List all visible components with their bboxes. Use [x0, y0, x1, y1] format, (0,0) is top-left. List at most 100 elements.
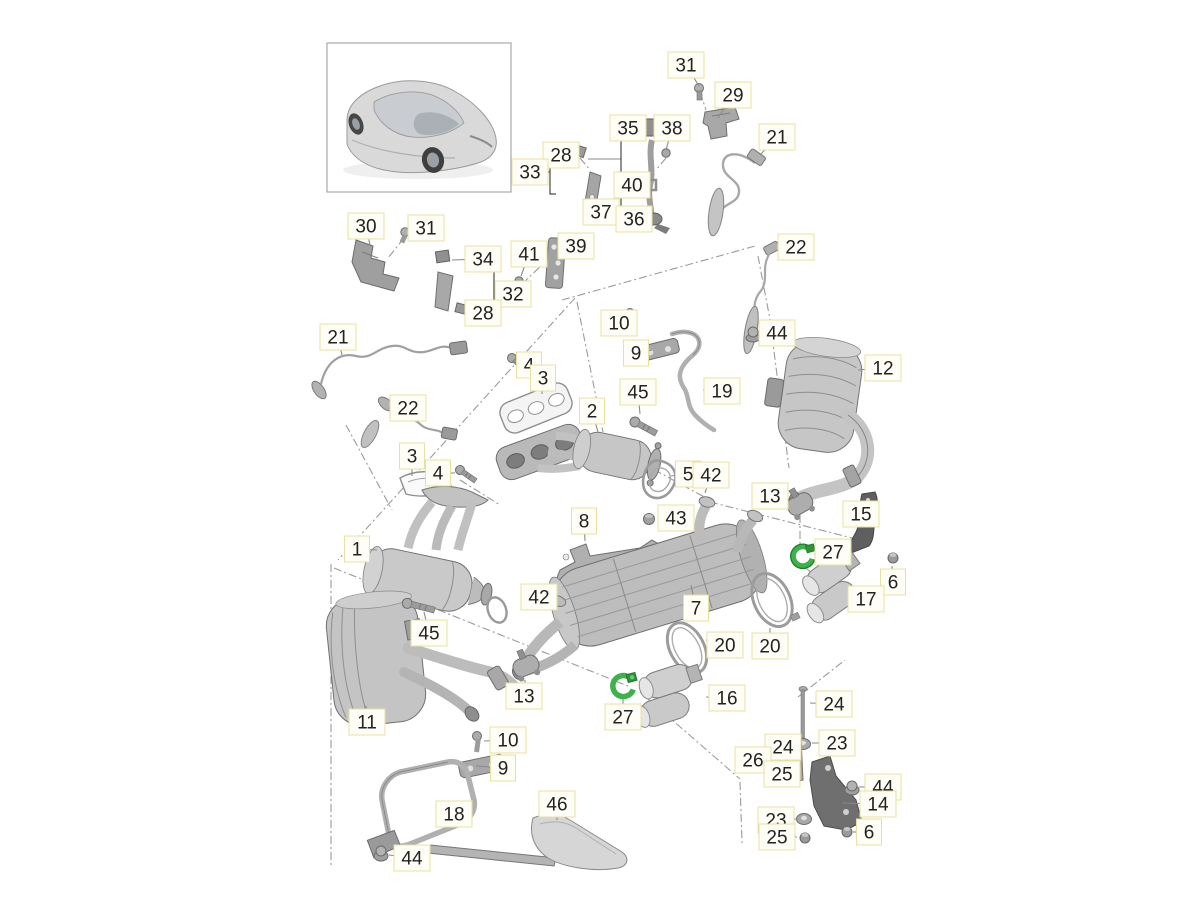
callout-9[interactable]: 9 — [623, 339, 649, 367]
callout-box[interactable] — [623, 339, 649, 367]
callout-box[interactable] — [847, 585, 885, 613]
callout-box[interactable] — [542, 141, 580, 169]
callout-32[interactable]: 32 — [494, 280, 532, 308]
callout-8[interactable]: 8 — [571, 507, 597, 535]
callout-box[interactable] — [600, 309, 638, 337]
callout-17[interactable]: 17 — [847, 585, 885, 613]
callout-24[interactable]: 24 — [815, 690, 853, 718]
callout-10[interactable]: 10 — [489, 726, 527, 754]
callout-box[interactable] — [520, 583, 558, 611]
callout-23[interactable]: 23 — [818, 729, 856, 757]
callout-box[interactable] — [579, 397, 605, 425]
callout-22[interactable]: 22 — [777, 233, 815, 261]
callout-9[interactable]: 9 — [490, 754, 516, 782]
callout-11[interactable]: 11 — [348, 708, 386, 736]
callout-box[interactable] — [505, 682, 543, 710]
callout-box[interactable] — [393, 844, 431, 872]
callout-27[interactable]: 27 — [604, 703, 642, 731]
callout-33[interactable]: 33 — [511, 158, 549, 186]
callout-34[interactable]: 34 — [464, 245, 502, 273]
callout-18[interactable]: 18 — [435, 800, 473, 828]
callout-box[interactable] — [667, 51, 705, 79]
callout-12[interactable]: 12 — [864, 354, 902, 382]
callout-42[interactable]: 42 — [520, 583, 558, 611]
callout-box[interactable] — [815, 690, 853, 718]
callout-box[interactable] — [856, 818, 882, 846]
callout-25[interactable]: 25 — [758, 823, 796, 851]
callout-box[interactable] — [758, 123, 796, 151]
callout-46[interactable]: 46 — [538, 790, 576, 818]
callout-35[interactable]: 35 — [609, 114, 647, 142]
callout-box[interactable] — [751, 482, 789, 510]
callout-box[interactable] — [557, 232, 595, 260]
callout-box[interactable] — [464, 245, 502, 273]
callout-box[interactable] — [609, 114, 647, 142]
callout-box[interactable] — [619, 378, 657, 406]
callout-box[interactable] — [435, 800, 473, 828]
callout-box[interactable] — [490, 754, 516, 782]
callout-20[interactable]: 20 — [751, 632, 789, 660]
callout-31[interactable]: 31 — [407, 214, 445, 242]
callout-box[interactable] — [653, 114, 691, 142]
callout-22[interactable]: 22 — [389, 394, 427, 422]
callout-21[interactable]: 21 — [758, 123, 796, 151]
callout-38[interactable]: 38 — [653, 114, 691, 142]
callout-box[interactable] — [399, 442, 425, 470]
callout-box[interactable] — [464, 299, 502, 327]
callout-box[interactable] — [389, 394, 427, 422]
callout-28[interactable]: 28 — [464, 299, 502, 327]
callout-box[interactable] — [489, 726, 527, 754]
callout-3[interactable]: 3 — [530, 364, 556, 392]
callout-41[interactable]: 41 — [510, 240, 548, 268]
callout-30[interactable]: 30 — [347, 212, 385, 240]
callout-box[interactable] — [319, 323, 357, 351]
callout-14[interactable]: 14 — [859, 790, 897, 818]
callout-39[interactable]: 39 — [557, 232, 595, 260]
callout-box[interactable] — [758, 823, 796, 851]
callout-4[interactable]: 4 — [425, 459, 451, 487]
callout-7[interactable]: 7 — [683, 594, 709, 622]
callout-16[interactable]: 16 — [708, 684, 746, 712]
callout-13[interactable]: 13 — [751, 482, 789, 510]
callout-31[interactable]: 31 — [667, 51, 705, 79]
callout-43[interactable]: 43 — [657, 504, 695, 532]
callout-box[interactable] — [425, 459, 451, 487]
callout-29[interactable]: 29 — [714, 81, 752, 109]
callout-42[interactable]: 42 — [692, 461, 730, 489]
callout-box[interactable] — [348, 708, 386, 736]
callout-box[interactable] — [407, 214, 445, 242]
callout-25[interactable]: 25 — [763, 760, 801, 788]
callout-box[interactable] — [692, 461, 730, 489]
callout-15[interactable]: 15 — [842, 500, 880, 528]
callout-45[interactable]: 45 — [410, 619, 448, 647]
callout-28[interactable]: 28 — [542, 141, 580, 169]
callout-box[interactable] — [571, 507, 597, 535]
callout-6[interactable]: 6 — [880, 568, 906, 596]
callout-6[interactable]: 6 — [856, 818, 882, 846]
callout-box[interactable] — [859, 790, 897, 818]
callout-13[interactable]: 13 — [505, 682, 543, 710]
callout-box[interactable] — [864, 354, 902, 382]
callout-3[interactable]: 3 — [399, 442, 425, 470]
callout-box[interactable] — [410, 619, 448, 647]
callout-40[interactable]: 40 — [613, 171, 651, 199]
callout-box[interactable] — [880, 568, 906, 596]
callout-box[interactable] — [615, 205, 653, 233]
callout-box[interactable] — [613, 171, 651, 199]
callout-44[interactable]: 44 — [758, 319, 796, 347]
callout-box[interactable] — [511, 158, 549, 186]
callout-2[interactable]: 2 — [579, 397, 605, 425]
callout-box[interactable] — [763, 760, 801, 788]
callout-37[interactable]: 37 — [582, 198, 620, 226]
callout-box[interactable] — [538, 790, 576, 818]
callout-box[interactable] — [344, 535, 370, 563]
callout-box[interactable] — [530, 364, 556, 392]
callout-box[interactable] — [758, 319, 796, 347]
callout-19[interactable]: 19 — [703, 377, 741, 405]
callout-27[interactable]: 27 — [814, 538, 852, 566]
callout-box[interactable] — [708, 684, 746, 712]
callout-box[interactable] — [814, 538, 852, 566]
callout-20[interactable]: 20 — [706, 631, 744, 659]
callout-box[interactable] — [657, 504, 695, 532]
callout-box[interactable] — [751, 632, 789, 660]
